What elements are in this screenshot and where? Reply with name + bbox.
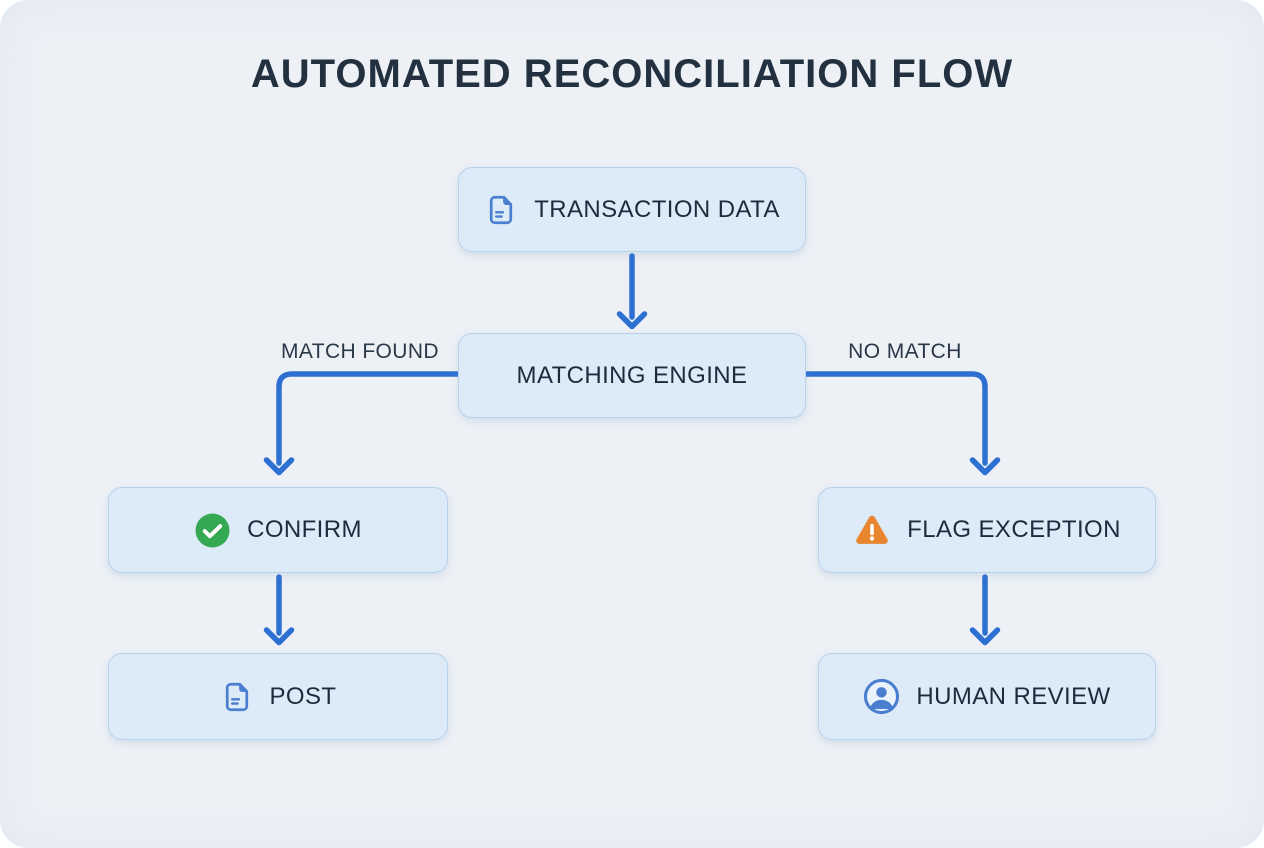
document-icon [220, 680, 254, 714]
arrow-confirm-to-post [263, 574, 295, 646]
node-post: POST [108, 653, 448, 740]
warning-icon [853, 511, 891, 549]
arrow-transaction-to-matching [616, 253, 648, 330]
arrow-matching-to-confirm [263, 371, 461, 476]
node-label: TRANSACTION DATA [534, 195, 780, 223]
user-icon [863, 678, 900, 715]
arrow-matching-to-flag [803, 371, 1001, 476]
node-label: POST [269, 682, 337, 710]
document-icon [484, 193, 518, 227]
edge-label-no-match: NO MATCH [848, 340, 962, 363]
diagram-title: AUTOMATED RECONCILIATION FLOW [250, 52, 1014, 96]
node-human-review: HUMAN REVIEW [818, 653, 1156, 740]
node-label: CONFIRM [247, 516, 362, 543]
node-label: HUMAN REVIEW [916, 682, 1111, 710]
check-icon [194, 512, 231, 549]
node-confirm: CONFIRM [108, 487, 448, 573]
node-label: MATCHING ENGINE [516, 361, 748, 389]
arrow-flag-to-review [969, 574, 1001, 646]
node-label: FLAG EXCEPTION [907, 516, 1121, 543]
edge-label-match-found: MATCH FOUND [281, 340, 439, 363]
node-matching-engine: MATCHING ENGINE [458, 333, 806, 418]
node-transaction-data: TRANSACTION DATA [458, 167, 806, 252]
node-flag-exception: FLAG EXCEPTION [818, 487, 1156, 573]
